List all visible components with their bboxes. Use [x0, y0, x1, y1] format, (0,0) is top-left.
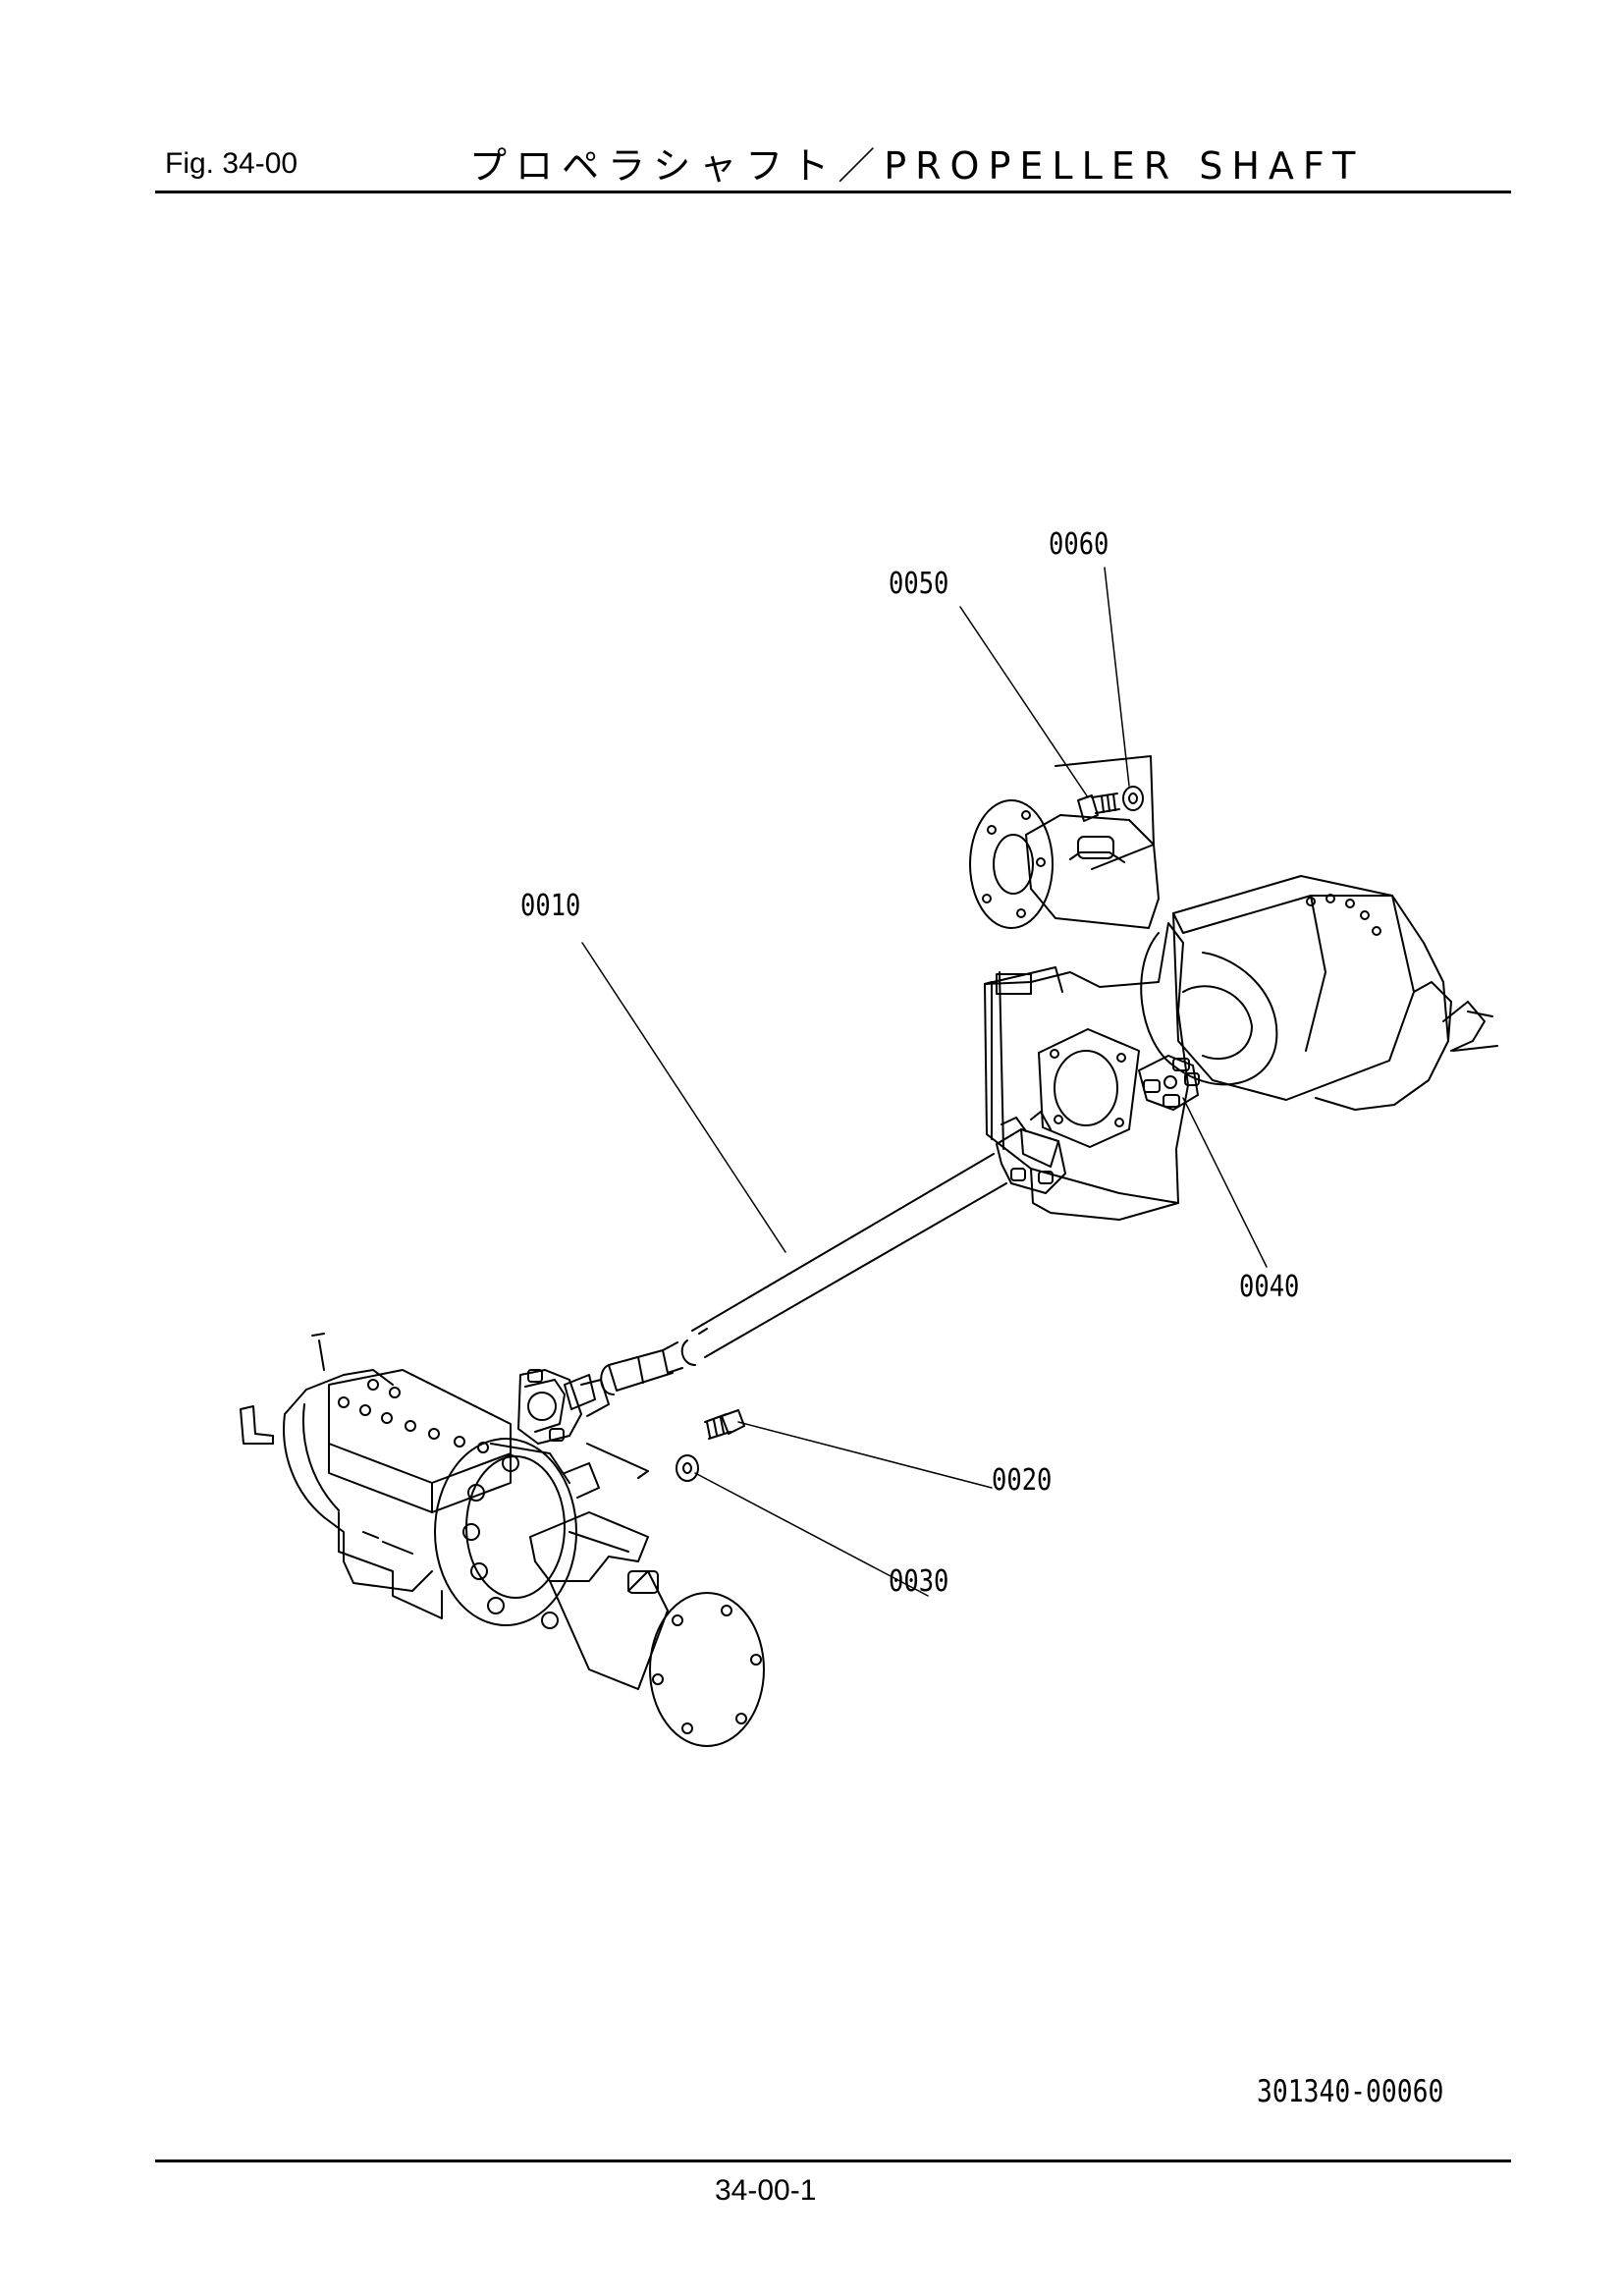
- propeller-shaft-0010: [518, 1112, 1065, 1444]
- transmission-housing: [970, 756, 1497, 1220]
- callout-0020: 0020: [992, 1463, 1053, 1498]
- washer-0060: [1123, 787, 1143, 810]
- leader-0050: [960, 607, 1088, 797]
- figure-number: Fig. 34-00: [165, 147, 298, 180]
- washer-0030: [676, 1455, 698, 1481]
- callout-0030: 0030: [889, 1564, 949, 1599]
- page-number: 34-00-1: [715, 2174, 817, 2207]
- bolt-0020: [705, 1410, 744, 1439]
- callout-0010: 0010: [520, 889, 581, 923]
- leader-0010: [582, 943, 785, 1252]
- footer-rule: [155, 2159, 1511, 2162]
- page-title: プロペラシャフト／PROPELLER SHAFT: [469, 144, 1365, 188]
- header-rule: [155, 191, 1511, 193]
- universal-joint-small: [1139, 1056, 1199, 1110]
- drawing-number: 301340-00060: [1257, 2074, 1444, 2109]
- leader-0030: [695, 1473, 928, 1596]
- leader-0040: [1183, 1098, 1267, 1267]
- leader-0060: [1105, 568, 1129, 786]
- front-axle-housing: [241, 1334, 764, 1746]
- callout-0040: 0040: [1239, 1270, 1300, 1304]
- callout-0060: 0060: [1049, 527, 1109, 562]
- leader-0020: [738, 1422, 992, 1488]
- callout-0050: 0050: [889, 567, 949, 601]
